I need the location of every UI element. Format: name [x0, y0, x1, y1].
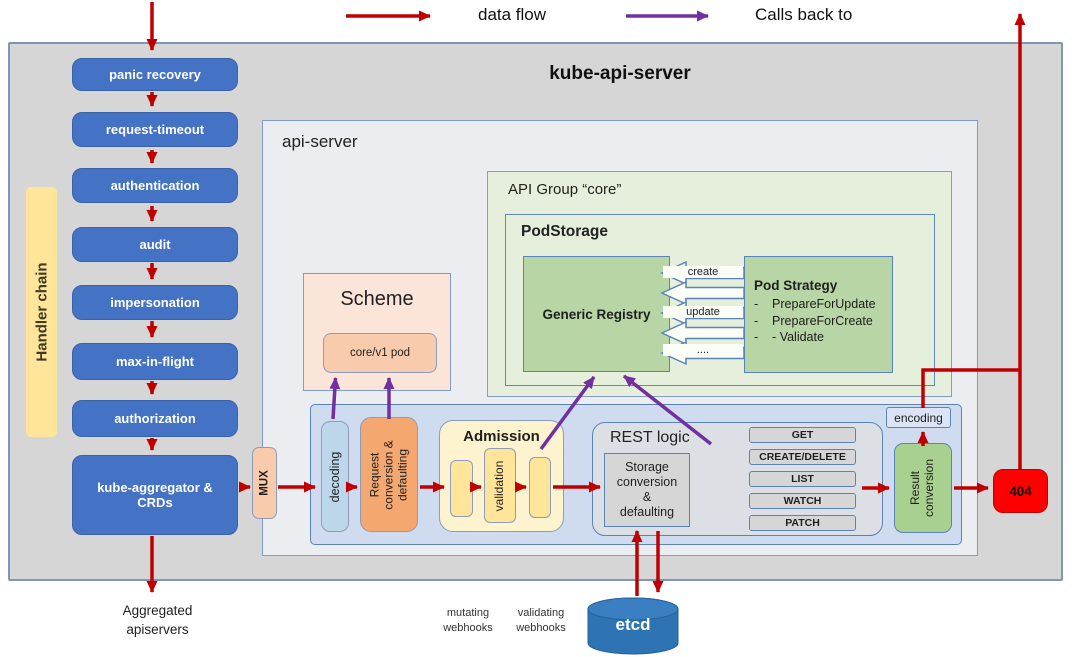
- handler-item-audit: audit: [72, 227, 238, 262]
- admission-stage-box: [450, 460, 473, 517]
- pod-strategy-item: - PrepareForUpdate: [754, 297, 876, 311]
- rest-logic-title: REST logic: [610, 429, 690, 446]
- pod-storage-title: PodStorage: [521, 223, 608, 240]
- decoding-box: decoding: [321, 421, 349, 532]
- generic-registry-box: Generic Registry: [523, 256, 670, 372]
- call-label-create: create: [663, 266, 743, 278]
- validating-webhooks-label: validating webhooks: [516, 607, 566, 634]
- etcd-cylinder: etcd: [586, 596, 680, 656]
- mutating-webhooks-label: mutating webhooks: [443, 607, 493, 634]
- result-conversion-label: Result conversion: [908, 458, 936, 518]
- etcd-cylinder-shape: [587, 597, 679, 655]
- handler-chain-label: Handler chain: [32, 262, 50, 362]
- verb-get-button: GET: [749, 427, 856, 443]
- handler-item-panic-recovery: panic recovery: [72, 58, 238, 91]
- verb-list-button: LIST: [749, 471, 856, 487]
- api-group-core-title: API Group “core”: [508, 181, 622, 198]
- aggregated-apiservers-label: Aggregated apiservers: [122, 603, 193, 637]
- verb-create-delete-button: CREATE/DELETE: [749, 449, 856, 465]
- pod-strategy-item: - - Validate: [754, 330, 824, 344]
- legend-calls-back-label: Calls back to: [755, 5, 853, 24]
- call-label-update: update: [663, 306, 743, 318]
- admission-validation-box: validation: [484, 448, 516, 523]
- mux-label: MUX: [257, 470, 270, 496]
- handler-item-max-in-flight: max-in-flight: [72, 343, 238, 380]
- pod-strategy-title: Pod Strategy: [754, 278, 838, 293]
- verb-watch-button: WATCH: [749, 493, 856, 509]
- decoding-label: decoding: [327, 451, 342, 502]
- handler-item-kube-aggregator-crds: kube-aggregator & CRDs: [72, 455, 238, 535]
- handler-item-request-timeout: request-timeout: [72, 112, 238, 147]
- pod-strategy-item: - PrepareForCreate: [754, 313, 873, 328]
- kube-api-server-title: kube-api-server: [549, 63, 691, 84]
- handler-item-authorization: authorization: [72, 400, 238, 437]
- admission-title: Admission: [463, 428, 540, 445]
- encoding-box: encoding: [886, 407, 951, 428]
- admission-stage-box: [529, 457, 551, 518]
- verb-patch-button: PATCH: [749, 515, 856, 531]
- validation-label: validation: [492, 460, 507, 511]
- mux-box: MUX: [252, 447, 277, 519]
- pod-strategy-box: Pod Strategy - PrepareForUpdate - Prepar…: [744, 256, 893, 373]
- core-v1-pod-box: core/v1 pod: [323, 333, 437, 373]
- legend-data-flow-label: data flow: [478, 5, 547, 24]
- call-label-dots: ....: [663, 344, 743, 356]
- request-conversion-box: Request conversion & defaulting: [360, 417, 418, 532]
- handler-chain-tag: Handler chain: [26, 187, 57, 437]
- scheme-title: Scheme: [340, 288, 414, 310]
- request-conversion-label: Request conversion & defaulting: [367, 439, 409, 510]
- storage-conversion-box: Storage conversion & defaulting: [604, 453, 690, 527]
- api-server-label: api-server: [282, 132, 358, 151]
- handler-item-impersonation: impersonation: [72, 285, 238, 320]
- handler-item-authentication: authentication: [72, 168, 238, 203]
- error-404-box: 404: [993, 469, 1048, 513]
- result-conversion-box: Result conversion: [894, 443, 952, 533]
- etcd-label: etcd: [615, 615, 651, 634]
